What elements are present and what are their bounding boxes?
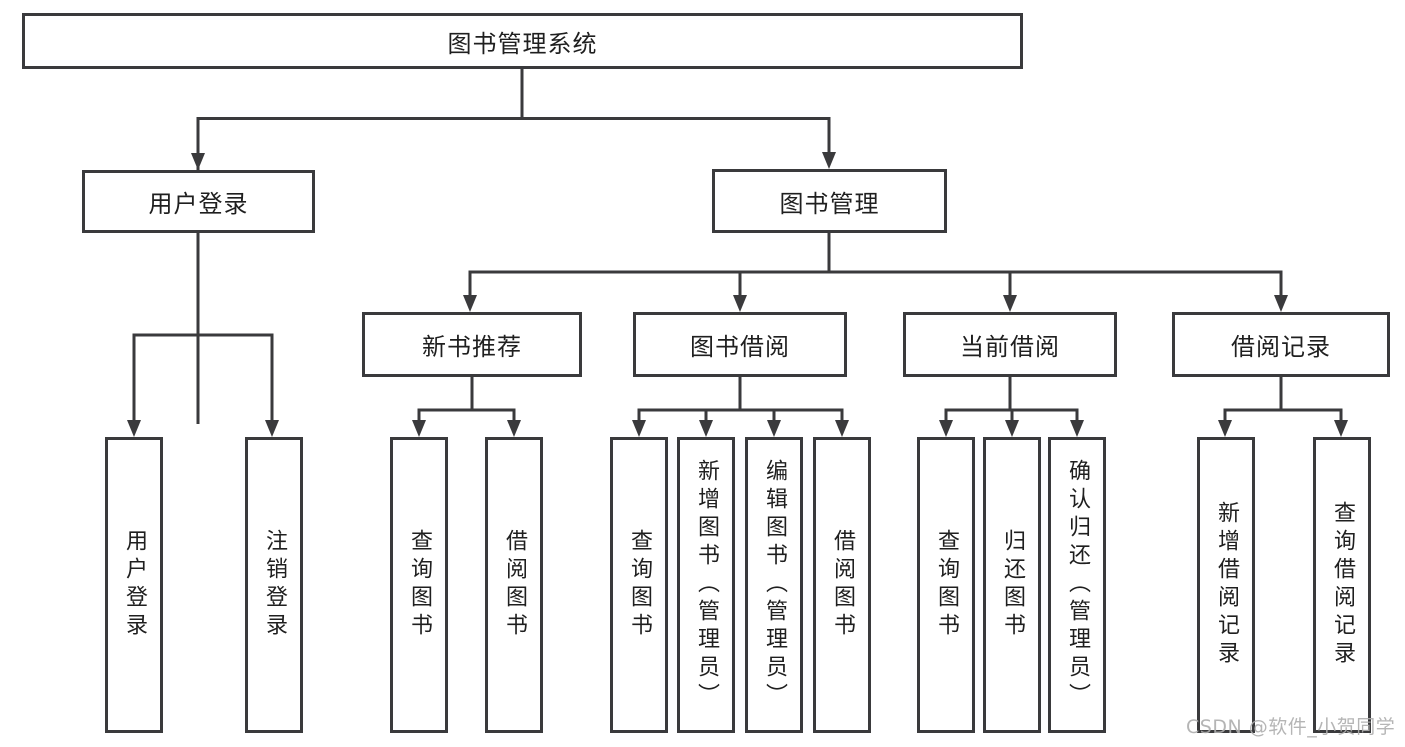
leaf-user-login: 用户登录 xyxy=(105,437,163,733)
arrow-current-borrow xyxy=(1003,295,1017,312)
leaf-confirm-return-admin: 确认归还（管理员） xyxy=(1048,437,1106,733)
leaf-query-book-recommend: 查询图书 xyxy=(390,437,448,733)
leaf-user-login-label: 用户登录 xyxy=(122,529,147,641)
leaf-borrow-book-recommend: 借阅图书 xyxy=(485,437,543,733)
arrow-leaf-user-login xyxy=(127,420,141,437)
node-borrow-records-label: 借阅记录 xyxy=(1231,333,1331,361)
leaf-borrow-book-recommend-label: 借阅图书 xyxy=(502,529,527,641)
leaf-add-borrow-record: 新增借阅记录 xyxy=(1197,437,1255,733)
leaf-edit-book-admin: 编辑图书（管理员） xyxy=(745,437,803,733)
leaf-query-book-recommend-label: 查询图书 xyxy=(407,529,432,641)
leaf-add-book-admin-label: 新增图书（管理员） xyxy=(694,459,719,711)
leaf-query-borrow-record: 查询借阅记录 xyxy=(1313,437,1371,733)
node-book-management-label: 图书管理 xyxy=(779,189,880,218)
node-library-system-label: 图书管理系统 xyxy=(447,29,598,58)
leaf-logout-label: 注销登录 xyxy=(262,529,287,641)
arrow-new-book-recommend xyxy=(463,295,477,312)
watermark: CSDN @软件_小贺同学 xyxy=(1186,716,1396,738)
leaf-edit-book-admin-label: 编辑图书（管理员） xyxy=(762,459,787,711)
arrow-book-borrow xyxy=(733,295,747,312)
arrow-leaf-query-book-1 xyxy=(412,420,426,437)
node-library-system: 图书管理系统 xyxy=(22,13,1023,69)
leaf-return-book: 归还图书 xyxy=(983,437,1041,733)
leaf-query-book-current: 查询图书 xyxy=(917,437,975,733)
leaf-return-book-label: 归还图书 xyxy=(1000,529,1025,641)
arrow-leaf-query-record xyxy=(1334,420,1348,437)
arrow-leaf-query-book-2 xyxy=(632,420,646,437)
node-user-login-label: 用户登录 xyxy=(148,190,249,218)
arrow-leaf-add-book xyxy=(699,420,713,437)
node-user-login: 用户登录 xyxy=(82,170,315,233)
arrow-book-management xyxy=(822,152,836,169)
arrow-leaf-confirm-return xyxy=(1070,420,1084,437)
leaf-borrow-book-label: 借阅图书 xyxy=(830,529,855,641)
arrow-leaf-add-record xyxy=(1218,420,1232,437)
arrow-leaf-borrow-book-1 xyxy=(507,420,521,437)
leaf-add-borrow-record-label: 新增借阅记录 xyxy=(1214,501,1239,669)
leaf-confirm-return-admin-label: 确认归还（管理员） xyxy=(1065,459,1090,711)
leaf-query-book-current-label: 查询图书 xyxy=(934,529,959,641)
node-book-borrow-label: 图书借阅 xyxy=(690,333,790,361)
arrow-leaf-query-book-3 xyxy=(939,420,953,437)
node-book-borrow: 图书借阅 xyxy=(633,312,847,377)
node-book-management: 图书管理 xyxy=(712,169,947,233)
arrow-borrow-records xyxy=(1274,295,1288,312)
leaf-logout: 注销登录 xyxy=(245,437,303,733)
node-current-borrow-label: 当前借阅 xyxy=(960,333,1060,361)
node-current-borrow: 当前借阅 xyxy=(903,312,1117,377)
leaf-add-book-admin: 新增图书（管理员） xyxy=(677,437,735,733)
arrow-user-login xyxy=(191,153,205,170)
leaf-query-book-borrow-label: 查询图书 xyxy=(627,529,652,641)
leaf-borrow-book: 借阅图书 xyxy=(813,437,871,733)
arrow-leaf-return-book xyxy=(1005,420,1019,437)
arrow-leaf-logout xyxy=(265,420,279,437)
arrow-leaf-borrow-book-2 xyxy=(835,420,849,437)
node-borrow-records: 借阅记录 xyxy=(1172,312,1390,377)
arrow-leaf-edit-book xyxy=(767,420,781,437)
node-new-book-recommend-label: 新书推荐 xyxy=(422,333,522,361)
leaf-query-book-borrow: 查询图书 xyxy=(610,437,668,733)
node-new-book-recommend: 新书推荐 xyxy=(362,312,582,377)
leaf-query-borrow-record-label: 查询借阅记录 xyxy=(1330,501,1355,669)
